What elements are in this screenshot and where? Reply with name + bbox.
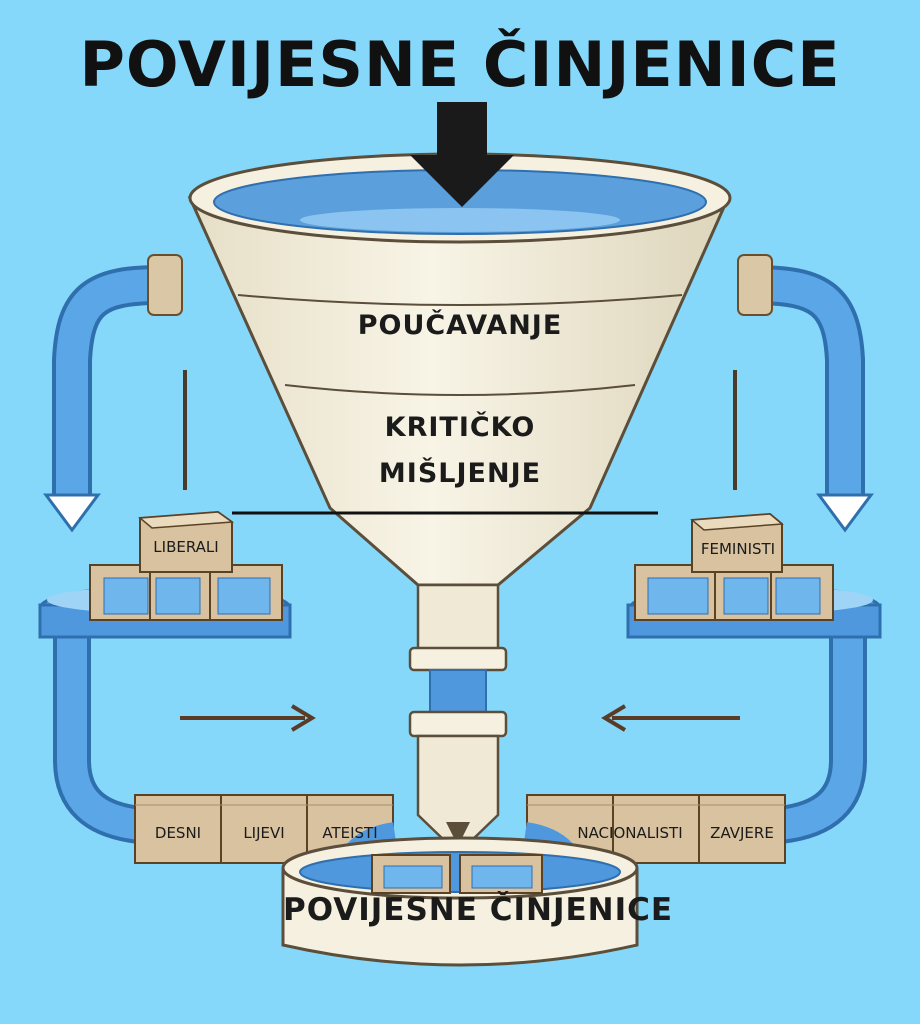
group-label-lijevi: LIJEVI	[243, 824, 285, 842]
right-pipe	[737, 254, 874, 533]
right-inward-arrow-icon	[601, 704, 740, 732]
collector-basin	[281, 836, 639, 967]
funnel-stage-teaching: POUČAVANJE	[357, 310, 563, 341]
left-tray-boxes	[89, 510, 283, 621]
left-pipe	[43, 254, 183, 533]
group-label-desni: DESNI	[154, 824, 202, 842]
left-pipe-arrow-icon	[43, 493, 101, 533]
funnel-stem	[408, 583, 508, 846]
down-arrow-icon	[410, 102, 514, 207]
funnel-stage-critical-line1: KRITIČKO	[384, 412, 536, 443]
group-label-nacionalisti: NACIONALISTI	[577, 824, 683, 842]
group-label-feministi: FEMINISTI	[700, 540, 776, 558]
right-tray	[626, 584, 882, 844]
group-label-liberali: LIBERALI	[153, 538, 219, 556]
group-label-ateisti: ATEISTI	[322, 824, 378, 842]
right-pipe-arrow-icon	[816, 493, 874, 533]
group-label-zavjere: ZAVJERE	[710, 824, 774, 842]
left-pipe-collar	[147, 254, 183, 316]
right-tray-boxes	[634, 512, 834, 621]
funnel-stage-critical-line2: MIŠLJENJE	[378, 458, 542, 489]
left-tray	[38, 584, 292, 844]
page-title: POVIJESNE ČINJENICE	[79, 28, 841, 101]
funnel	[187, 152, 732, 587]
right-pipe-collar	[737, 254, 773, 316]
left-inward-arrow-icon	[180, 704, 316, 732]
output-label: POVIJESNE ČINJENICE	[283, 892, 674, 928]
